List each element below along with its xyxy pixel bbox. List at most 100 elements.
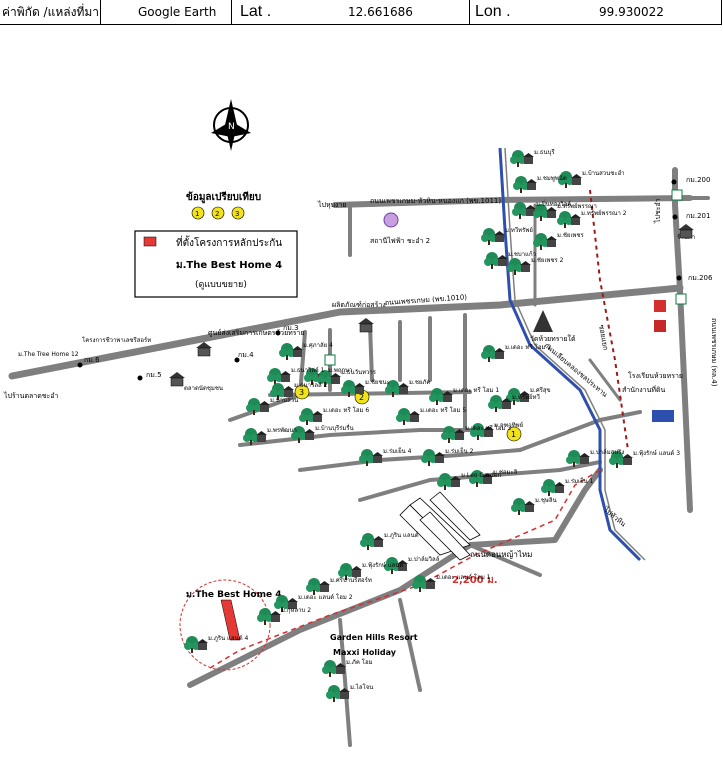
village-label: ม.เดอะ ทรี โฮม 2 <box>505 343 551 351</box>
tree-village-label: โครงการชีวาพาเลซรีสอร์ท <box>82 336 151 344</box>
village-label: ม.ธนาวิลล์ 2 <box>294 381 328 389</box>
village-label: ม.ฟุ้งรักษ์ แลนด์ <box>362 561 403 569</box>
village-tree-icon <box>299 408 323 425</box>
resort-label: Garden Hills Resort <box>330 633 418 642</box>
school-label: โรงเรียนห้วยทราย <box>628 371 683 380</box>
maxxi-label: Maxxi Holiday <box>333 648 397 657</box>
village-label: ม.เดอะ ทรี โฮม 3 <box>465 424 511 432</box>
village-tree-icon <box>184 636 208 653</box>
village-label: ม.ทรัพย์พรรณา 2 <box>581 209 627 217</box>
village-label: ม.บ้านบุรีร่มรื่น <box>315 424 354 432</box>
village-label: ม.ชัยชนะ <box>365 379 390 386</box>
village-tree-icon <box>412 575 436 592</box>
svg-text:3: 3 <box>235 210 239 218</box>
pumpkin-label: ศูนย์ส่งเสริมการเกษตรห้วยทราย <box>208 329 305 337</box>
coordinate-header: ค่าพิกัด /แหล่งที่มา Google Earth Lat . … <box>0 0 722 25</box>
village-label: ม.ชยภัค <box>409 379 430 386</box>
to-town-label: ไปร้านตลาดชะอำ <box>3 391 58 400</box>
svg-text:1: 1 <box>195 210 199 218</box>
market-label: ตลาดนัดชุมชน <box>184 385 223 392</box>
village-label: ม.ธนาวิลล์ 1 <box>291 366 325 374</box>
legend-project-swatch <box>143 236 157 247</box>
svg-text:1: 1 <box>511 430 516 439</box>
legend-markers: 1 2 3 <box>191 206 245 220</box>
km-4-label: กม.4 <box>238 351 254 359</box>
legend-project-name: ม.The Best Home 4 <box>176 260 282 271</box>
project-area-circle <box>179 579 271 671</box>
village-label: ม.พฤกษา <box>328 367 352 374</box>
village-label: ม.ชัยเพชร 2 <box>531 257 564 264</box>
village-tree-icon <box>481 228 505 245</box>
compass-label: N <box>228 122 235 132</box>
km-206-label: กม.206 <box>688 274 713 282</box>
km-200-label: กม.200 <box>686 176 710 184</box>
village-tree-icon <box>267 368 291 385</box>
village-label: ม.ศรีปานรีสอร์ท <box>330 576 372 584</box>
village-label: ม.เดอะ แลนด์ โฮม 1 <box>436 573 491 581</box>
village-label: ม.ร่มเย็น 2 <box>445 446 474 455</box>
village-label: ม.จุฑาทิพย์ <box>494 421 523 429</box>
office-label: สำนักงานที่ดิน <box>622 385 666 394</box>
km-3-label: กม.3 <box>283 324 299 332</box>
village-label: ม.ชุษลิน <box>535 497 557 504</box>
lane-road-label: ถนนดอนหญ้าไหม <box>470 550 532 559</box>
substation-label: สถานีไฟฟ้า ชะอำ 2 <box>370 236 430 245</box>
village-label: ม.เดอะ แลนด์ โฮม 2 <box>298 593 353 601</box>
temple-label: วัดห้วยทรายใต้ <box>530 334 576 343</box>
village-label: ม.เดอะ ทรี โฮม 5 <box>420 406 466 414</box>
village-tree-icon <box>396 408 420 425</box>
village-label: ม.เดอะ ทรี โฮม 6 <box>323 406 369 414</box>
legend-note: (ดูแบบขยาย) <box>195 280 247 290</box>
project-office-label: ผลิตภัณฑ์ก่อสร้าง <box>332 301 386 309</box>
legend-project-label: ที่ตั้งโครงการหลักประกัน <box>176 235 282 249</box>
divider <box>469 0 470 25</box>
village-label: ม.เดอะ ทรี โฮม 1 <box>453 386 499 394</box>
km-5-label: กม.5 <box>146 371 162 379</box>
top-road-label: ถนนเพชรเกษม-หัวหิน-หนองแก (พข.1011) <box>370 197 501 205</box>
village-tree-icon <box>421 449 445 466</box>
village-label: ม.ชมพูพนิต <box>537 175 567 182</box>
village-tree-icon <box>279 343 303 360</box>
longitude-value: 99.930022 <box>599 5 664 19</box>
comparison-marker-3: 3 <box>294 384 310 400</box>
km-6-label: กม.6 <box>84 356 100 364</box>
latitude-value: 12.661686 <box>348 5 413 19</box>
project-parcel <box>220 599 241 641</box>
village-tree-icon <box>510 150 534 167</box>
village-tree-icon <box>360 533 384 550</box>
village-tree-icon <box>513 176 537 193</box>
village-label: ม.ภูริน แลนด์ 4 <box>208 634 248 642</box>
svg-text:3: 3 <box>299 388 304 397</box>
village-label: ม.ทวีทรัพย์ <box>505 226 533 234</box>
legend-box <box>134 230 298 298</box>
divider <box>231 0 232 25</box>
village-label: ม.บ้านสวน <box>270 397 298 404</box>
village-label: ม.ฟุ้งรักษ์ แลนด์ 3 <box>633 449 680 457</box>
village-label: ม.ทรัพย์พรรณา <box>557 202 597 210</box>
village-tree-icon <box>257 608 281 625</box>
village-tree-icon <box>512 202 536 219</box>
village-tree-icon <box>557 211 581 228</box>
village-tree-icon <box>541 479 565 496</box>
to-huayngu-label: ไปหุบงาย <box>317 200 346 209</box>
village-label: ม.ร่มเย็น 1 <box>565 476 594 485</box>
village-label: ม.ช่อมะลิ <box>493 469 518 476</box>
village-label: ม.ภูริน แลนด์ <box>384 531 419 539</box>
village-label: ม.Leo Garden <box>461 472 502 479</box>
convenience-store-icon <box>324 189 687 366</box>
village-label: ม.ธนวันทวาร <box>341 369 377 376</box>
temple-icon <box>533 310 553 332</box>
km-201-label: กม.201 <box>686 212 710 220</box>
comparison-marker-1: 1 <box>506 426 522 442</box>
village-label: ม.ปิ่นทองวิลล์ <box>536 200 571 208</box>
village-tree-icon <box>484 252 508 269</box>
village-label: ม.ธนบุรี <box>534 148 555 156</box>
railway-line <box>589 189 629 451</box>
village-label: ม.ชบาแก้ว <box>508 251 536 258</box>
village-label: ม.พรพัฒนา <box>267 427 297 434</box>
village-tree-icon <box>306 578 330 595</box>
latitude-label: Lat . <box>240 3 272 20</box>
village-label: ม.ไลโจน <box>350 683 373 691</box>
village-label: ม.ร่มเย็น 4 <box>383 446 412 455</box>
